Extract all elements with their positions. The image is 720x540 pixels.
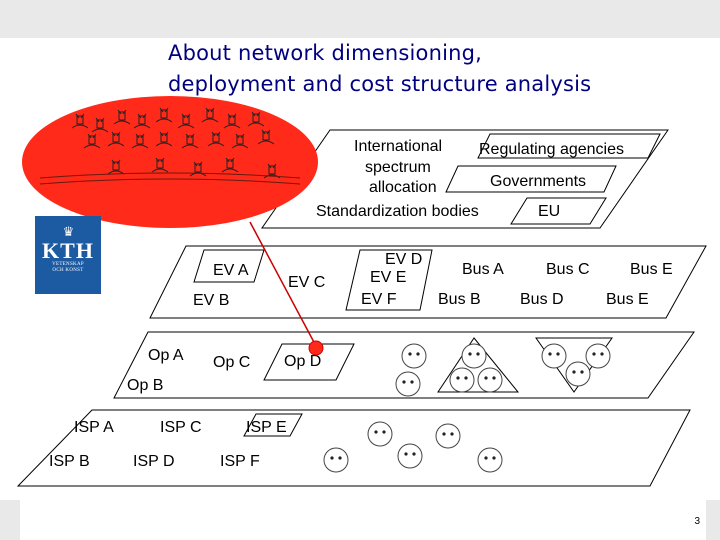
customer-smiley-icon xyxy=(565,361,591,387)
isp-b-label: ISP B xyxy=(49,453,90,470)
ev-b-label: EV B xyxy=(193,292,229,309)
isp-e-label: ISP E xyxy=(246,419,287,436)
footer-panel xyxy=(20,500,706,540)
link-endpoint xyxy=(308,340,324,356)
op-b-label: Op B xyxy=(127,377,163,394)
customer-smiley-icon xyxy=(585,343,611,369)
logo-sub-2: OCH KONST xyxy=(52,268,84,273)
customer-smiley-icon xyxy=(461,343,487,369)
ev-def-box xyxy=(345,249,433,311)
op-c-label: Op C xyxy=(213,354,250,371)
customer-smiley-icon xyxy=(367,421,393,447)
top-band xyxy=(0,0,720,38)
customer-smiley-icon xyxy=(397,443,423,469)
vendor-layer-plane xyxy=(149,245,707,319)
isp-layer-plane xyxy=(16,409,691,487)
customer-smiley-icon xyxy=(401,343,427,369)
link-line xyxy=(249,221,317,347)
isp-c-label: ISP C xyxy=(160,419,202,436)
regulating-agencies-label: Regulating agencies xyxy=(479,141,624,158)
kth-logo: ♛ KTH VETENSKAP OCH KONST xyxy=(35,216,101,294)
bus-b-label: Bus B xyxy=(438,291,481,308)
governments-label: Governments xyxy=(490,173,586,190)
intl-spectrum-line-3: allocation xyxy=(369,179,437,196)
bus-d-label: Bus D xyxy=(520,291,564,308)
logo-sub-1: VETENSKAP xyxy=(52,262,84,267)
governments-box xyxy=(445,165,617,193)
customer-group-triangle xyxy=(437,337,520,393)
isp-f-label: ISP F xyxy=(220,453,260,470)
isp-e-box xyxy=(243,413,303,437)
crown-icon: ♛ xyxy=(62,224,75,239)
title-line-1: About network dimensioning, xyxy=(168,41,483,65)
customer-smiley-icon xyxy=(395,371,421,397)
regulating-agencies-box xyxy=(477,133,661,159)
customer-smiley-icon xyxy=(541,343,567,369)
isp-a-label: ISP A xyxy=(74,419,114,436)
slide-title: About network dimensioning, deployment a… xyxy=(168,38,688,100)
op-a-label: Op A xyxy=(148,347,184,364)
bus-a-label: Bus A xyxy=(462,261,504,278)
customer-smiley-icon xyxy=(477,447,503,473)
ev-a-box xyxy=(193,249,265,283)
ev-f-label: EV F xyxy=(361,291,397,308)
ev-d-label: EV D xyxy=(385,251,422,268)
isp-d-label: ISP D xyxy=(133,453,175,470)
bus-c-label: Bus C xyxy=(546,261,590,278)
eu-label: EU xyxy=(538,203,560,220)
op-d-label: Op D xyxy=(284,353,321,370)
title-line-2: deployment and cost structure analysis xyxy=(168,72,592,96)
bus-e-top-label: Bus E xyxy=(630,261,673,278)
page-number: 3 xyxy=(694,516,700,527)
customer-smiley-icon xyxy=(323,447,349,473)
eu-box xyxy=(510,197,607,225)
logo-name: KTH xyxy=(42,238,94,263)
assembly-people-icon xyxy=(39,107,301,185)
ev-e-label: EV E xyxy=(370,269,406,286)
op-d-box xyxy=(263,343,355,381)
bus-e-bottom-label: Bus E xyxy=(606,291,649,308)
ev-a-label: EV A xyxy=(213,262,249,279)
intl-spectrum-line-2: spectrum xyxy=(365,159,431,176)
customer-smiley-icon xyxy=(449,367,475,393)
ev-c-label: EV C xyxy=(288,274,325,291)
intl-spectrum-line-1: International xyxy=(354,138,442,155)
assembly-ellipse xyxy=(22,96,318,228)
customer-smiley-icon xyxy=(435,423,461,449)
standardization-label: Standardization bodies xyxy=(316,203,479,220)
customer-smiley-icon xyxy=(477,367,503,393)
